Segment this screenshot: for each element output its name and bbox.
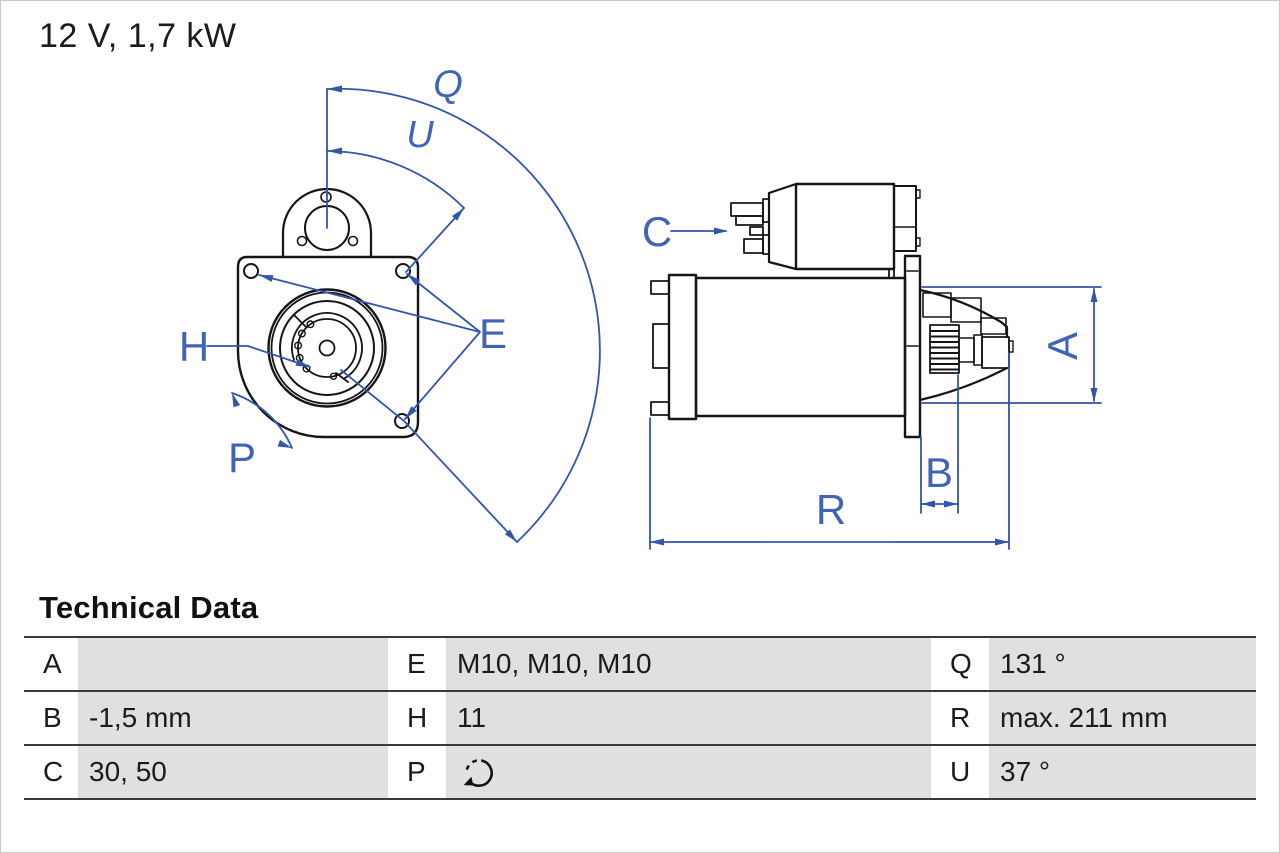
side-view — [650, 182, 1014, 439]
cell-value-e: M10, M10, M10 — [446, 638, 931, 690]
technical-data-section: Technical Data A E M10, M10, M10 Q 131 °… — [24, 590, 1256, 800]
cell-key-u: U — [931, 746, 989, 798]
spec-title: 12 V, 1,7 kW — [39, 17, 237, 55]
dim-label-r: R — [815, 486, 847, 533]
cell-value-h: 11 — [446, 692, 931, 744]
cell-value-q: 131 ° — [989, 638, 1256, 690]
cell-key-b: B — [24, 692, 78, 744]
table-row: C 30, 50 P U 37 ° — [24, 744, 1256, 798]
rotation-cw-icon — [463, 759, 493, 787]
cell-key-a: A — [24, 638, 78, 690]
cell-value-a — [78, 638, 388, 690]
technical-data-table: A E M10, M10, M10 Q 131 ° B -1,5 mm H 11… — [24, 636, 1256, 800]
dimension-arrowheads — [232, 85, 1098, 546]
cell-key-q: Q — [931, 638, 989, 690]
cell-key-p: P — [388, 746, 446, 798]
cell-key-c: C — [24, 746, 78, 798]
cell-value-c: 30, 50 — [78, 746, 388, 798]
cell-key-e: E — [388, 638, 446, 690]
dim-label-p: P — [227, 434, 257, 481]
dim-label-h: H — [178, 323, 210, 370]
front-view — [236, 187, 420, 439]
cell-value-p — [446, 746, 931, 798]
table-row: A E M10, M10, M10 Q 131 ° — [24, 636, 1256, 690]
table-title: Technical Data — [39, 590, 259, 625]
cell-key-r: R — [931, 692, 989, 744]
dim-label-a: A — [1039, 331, 1086, 361]
dim-label-q: Q — [433, 64, 463, 106]
cell-value-b: -1,5 mm — [78, 692, 388, 744]
cell-value-r: max. 211 mm — [989, 692, 1256, 744]
dimension-lines — [206, 87, 1102, 550]
cell-value-u: 37 ° — [989, 746, 1256, 798]
table-row: B -1,5 mm H 11 R max. 211 mm — [24, 690, 1256, 744]
cell-key-h: H — [388, 692, 446, 744]
dim-label-u: U — [406, 114, 434, 156]
dim-label-c: C — [641, 208, 673, 255]
dim-label-e: E — [478, 310, 508, 357]
technical-drawing — [206, 85, 1102, 550]
dim-label-b: B — [924, 449, 954, 496]
